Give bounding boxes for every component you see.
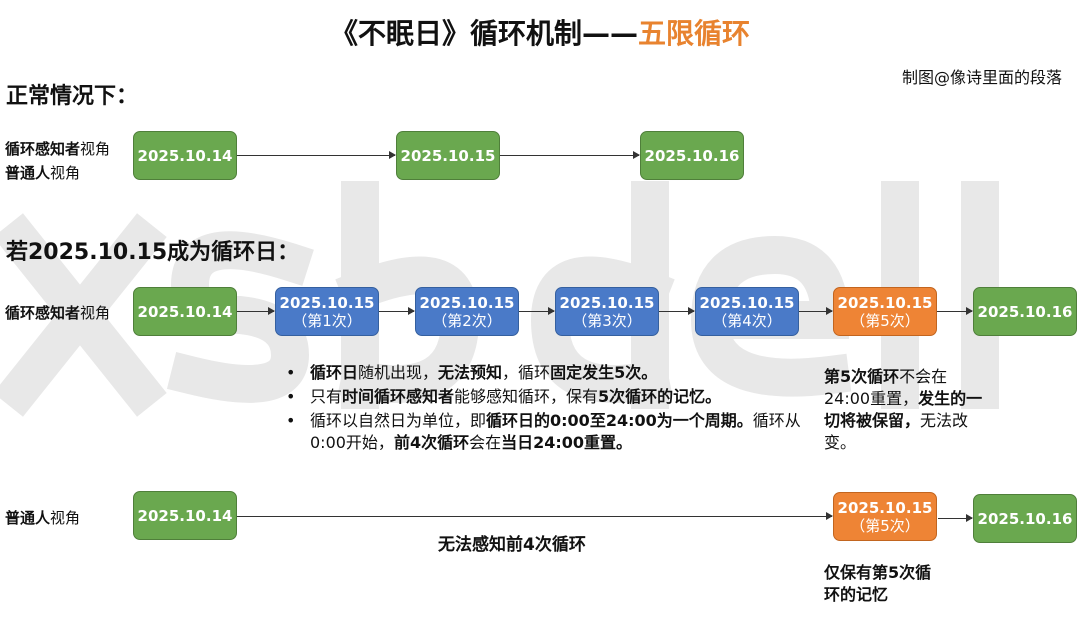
loop-aware-label: 循环感知者视角 [5, 302, 110, 323]
emphasis-text: 时间循环感知者 [342, 387, 455, 406]
loop-count: （第2次） [432, 311, 502, 330]
date-text: 2025.10.15 [400, 146, 496, 165]
text-segment: 视角 [50, 164, 81, 182]
text-segment: 随机出现， [358, 363, 439, 382]
arrow [659, 307, 695, 315]
date-text: 2025.10.15 [837, 293, 933, 312]
date-box-loop: 2025.10.15（第5次） [833, 287, 937, 336]
loop-count: （第1次） [292, 311, 362, 330]
rule-item: 循环日随机出现，无法预知，循环固定发生5次。 [284, 362, 814, 384]
text-segment: 视角 [80, 304, 111, 322]
text-segment: ，循环 [502, 363, 551, 382]
text-segment: 循环从0:00开始， [310, 411, 801, 452]
arrow [938, 514, 973, 522]
loop-count: （第5次） [850, 516, 920, 535]
arrow [500, 151, 640, 159]
emphasis-text: 5次循环的记忆。 [598, 387, 722, 406]
date-box-loop: 2025.10.15（第1次） [275, 287, 379, 336]
text-segment: 不会在24:00重置， [824, 367, 948, 408]
date-text: 2025.10.15 [559, 293, 655, 312]
arrow [237, 512, 833, 520]
arrow-caption: 无法感知前4次循环 [438, 535, 586, 555]
text-segment: 视角 [50, 509, 81, 527]
emphasis-text: 当日24:00重置。 [501, 433, 633, 452]
date-text: 2025.10.14 [137, 302, 233, 321]
date-text: 2025.10.14 [137, 506, 233, 525]
arrow [937, 307, 973, 315]
text-segment: 循环以自然日为单位，即 [310, 411, 487, 430]
fifth-loop-note: 第5次循环不会在24:00重置，发生的一切将被保留，无法改变。 [824, 366, 984, 454]
title-main: 《不眠日》循环机制—— [329, 17, 638, 50]
loop-count: （第5次） [850, 311, 920, 330]
page-title: 《不眠日》循环机制——五限循环 [0, 12, 1080, 52]
date-box-loop: 2025.10.15（第3次） [555, 287, 659, 336]
normal-ordinary-label: 普通人视角 [5, 162, 80, 183]
rules-list: 循环日随机出现，无法预知，循环固定发生5次。 只有时间循环感知者能够感知循环，保… [284, 362, 814, 456]
emphasis-text: 固定发生5次。 [550, 363, 658, 382]
normal-heading: 正常情况下： [6, 84, 139, 109]
arrow [799, 307, 833, 315]
date-box-loop: 2025.10.15（第4次） [695, 287, 799, 336]
arrow [237, 307, 275, 315]
watermark-glyph [166, 231, 314, 403]
loop-ordinary-label: 普通人视角 [5, 507, 80, 528]
text-segment: 能够感知循环，保有 [454, 387, 599, 406]
emphasis-text: 第5次循环 [824, 367, 900, 386]
date-text: 2025.10.15 [279, 293, 375, 312]
date-box-loop: 2025.10.15（第2次） [415, 287, 519, 336]
rule-item: 循环以自然日为单位，即循环日的0:00至24:00为一个周期。循环从0:00开始… [284, 410, 814, 454]
arrow [379, 307, 415, 315]
date-text: 2025.10.16 [977, 302, 1073, 321]
normal-aware-label: 循环感知者视角 [5, 138, 110, 159]
watermark-glyph [0, 213, 167, 417]
text-segment: 无法改变。 [824, 411, 969, 452]
loop-count: （第4次） [712, 311, 782, 330]
arrow [519, 307, 555, 315]
emphasis-text: 循环感知者 [5, 304, 81, 322]
emphasis-text: 发生的一切将被保留， [824, 389, 983, 430]
emphasis-text: 前4次循环 [393, 433, 470, 452]
rule-item: 只有时间循环感知者能够感知循环，保有5次循环的记忆。 [284, 386, 814, 408]
loop-heading: 若2025.10.15成为循环日： [6, 240, 300, 265]
credit: 制图@像诗里面的段落 [901, 68, 1062, 87]
date-text: 2025.10.16 [977, 509, 1073, 528]
date-box-loop-5: 2025.10.15（第5次） [833, 492, 937, 541]
text-segment: 只有 [310, 387, 343, 406]
title-highlight: 五限循环 [638, 17, 751, 50]
emphasis-text: 循环日 [310, 363, 359, 382]
date-box: 2025.10.16 [973, 494, 1077, 543]
date-text: 2025.10.15 [699, 293, 795, 312]
emphasis-text: 循环感知者 [5, 140, 81, 158]
date-text: 2025.10.15 [837, 498, 933, 517]
text-segment: 视角 [80, 140, 111, 158]
date-text: 2025.10.16 [644, 146, 740, 165]
ordinary-note: 仅保有第5次循环的记忆 [824, 563, 932, 604]
emphasis-text: 普通人 [5, 509, 51, 527]
date-box: 2025.10.16 [973, 287, 1077, 336]
date-box: 2025.10.16 [640, 131, 744, 180]
date-text: 2025.10.14 [137, 146, 233, 165]
date-text: 2025.10.15 [419, 293, 515, 312]
arrow [237, 151, 396, 159]
text-segment: 会在 [469, 433, 502, 452]
date-box: 2025.10.14 [133, 287, 237, 336]
date-box: 2025.10.14 [133, 491, 237, 540]
date-box: 2025.10.14 [133, 131, 237, 180]
emphasis-text: 循环日的0:00至24:00为一个周期。 [486, 411, 753, 430]
emphasis-text: 无法预知 [438, 363, 503, 382]
loop-count: （第3次） [572, 311, 642, 330]
emphasis-text: 普通人 [5, 164, 51, 182]
date-box: 2025.10.15 [396, 131, 500, 180]
